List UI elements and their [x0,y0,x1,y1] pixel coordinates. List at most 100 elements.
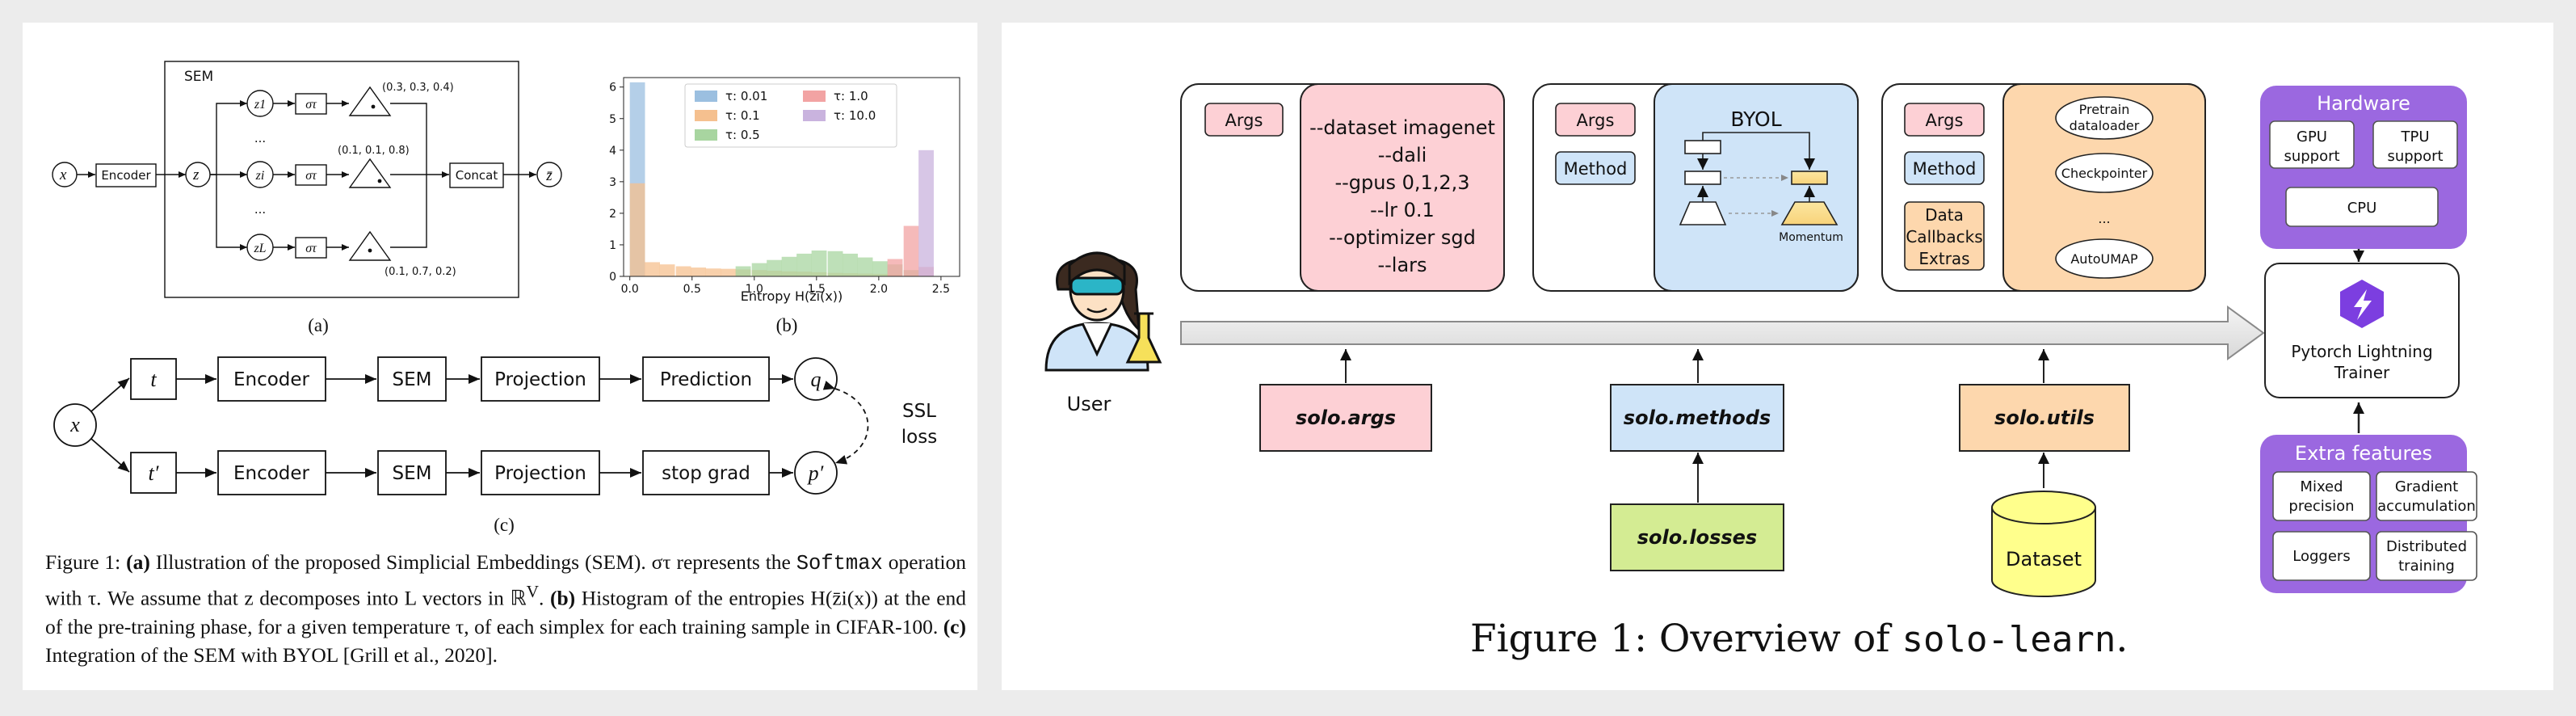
legend-swatch [695,129,717,141]
caption-softmax: Softmax [796,552,883,575]
t-prime-label: t′ [149,461,159,485]
y-tick-label: 6 [609,82,616,95]
simplex-1 [348,86,392,116]
histogram-bar [903,225,919,276]
right-caption-suffix: . [2116,617,2128,661]
cli-option-5: --optimizer sgd [1329,226,1476,249]
histogram-bar [918,150,934,276]
legend-swatch [803,91,826,102]
legend-label: τ: 0.01 [725,89,767,103]
histogram-bar [751,263,767,276]
extra-features-title: Extra features [2295,442,2432,465]
right-figure-caption: Figure 1: Overview of solo-learn. [1470,617,2128,661]
cli-options-box [1300,83,1505,292]
trainer-label-2: Trainer [2334,363,2390,382]
sigma-label-1: στ [305,98,317,112]
modules [1259,349,2130,597]
y-tick-label: 0 [609,271,616,284]
right-caption-prefix: Figure 1: Overview of [1470,617,1890,661]
histogram-bars [629,82,934,276]
legend-swatch [803,110,826,121]
autoumap-label: AutoUMAP [2070,251,2138,267]
simplex-value-1: (0.3, 0.3, 0.4) [382,82,454,94]
zbar-node [536,162,562,187]
caption-a-text: Illustration of the proposed Simplicial … [155,550,791,574]
legend-label: τ: 0.5 [725,128,760,142]
histogram-bar [887,259,903,276]
simplex-value-2: (0.1, 0.1, 0.8) [338,145,410,157]
trainer-label-1: Pytorch Lightning [2291,342,2432,361]
x-tick-label: 2.5 [932,283,950,296]
gpu-box [2269,120,2355,169]
caption-b-tag: (b) [549,586,576,610]
legend-swatch [695,91,717,102]
simplex-3 [348,230,392,261]
histogram-bar [767,259,782,276]
histogram-bar [691,267,706,276]
caption-a-tag: (a) [126,550,150,574]
args-box-2 [1555,103,1636,137]
cli-option-3: --gpus 0,1,2,3 [1334,171,1469,194]
concat-box [449,162,504,188]
mixed-precision-label-2: precision [2288,498,2354,515]
left-figure-svg: SEM x Encoder z z1 zi zL ... ... στ στ σ… [52,61,960,535]
q-label: q [811,368,822,391]
args-box-3 [1904,103,1985,137]
y-tick-label: 4 [609,145,616,158]
cpu-label: CPU [2347,200,2377,217]
mixed-precision-label-1: Mixed [2300,478,2343,495]
momentum-label: Momentum [1779,231,1843,244]
loggers-label: Loggers [2292,548,2350,565]
p-prime-node [794,451,838,495]
x-tick-label: 0.5 [683,283,701,296]
sublabel-b: (b) [776,315,798,335]
hardware-panel: Hardware GPU support TPU support CPU [2260,86,2467,249]
gradient-accumulation-label-2: accumulation [2377,498,2476,515]
sigma-label-2: στ [305,169,317,183]
pretrain-label: Pretrain [2079,102,2130,117]
dataset-label: Dataset [2006,548,2082,571]
tpu-box [2372,120,2458,169]
solo-utils-box [1959,384,2130,452]
z-label: z [192,166,200,183]
input-x-label: x [59,166,67,183]
caption-c-text: Integration of the SEM with BYOL [Grill … [45,642,498,667]
sem-encoder-box [95,163,157,187]
sublabel-a: (a) [308,315,329,335]
histogram-bar [872,261,888,276]
histogram-bar [705,268,721,276]
histogram-bar [796,253,812,276]
histogram-bar [645,262,660,276]
legend-label: τ: 0.1 [725,108,760,123]
y-tick-label: 3 [609,176,616,189]
byol-mini-diagram [1679,132,1838,225]
cli-option-6: --lars [1377,254,1427,276]
histogram-bar [735,266,751,276]
dots-2: ... [254,202,266,217]
utilities-dots: ... [2098,211,2110,226]
x-tick-label: 1.0 [746,283,763,296]
simplex-value-3: (0.1, 0.7, 0.2) [385,266,456,278]
solo-losses-label: solo.losses [1637,526,1757,549]
histogram-axes [623,77,960,277]
method-label-3: Method [1913,159,1977,179]
gpu-label-1: GPU [2297,128,2327,145]
method-box-3 [1904,151,1985,185]
histogram-bar [721,268,736,276]
legend-label: τ: 1.0 [834,89,868,103]
bottom-sem-label: SEM [393,463,432,484]
x-tick-label: 2.0 [870,283,888,296]
x-tick-label: 1.5 [808,283,826,296]
y-tick-label: 5 [609,113,616,126]
histogram-legend: τ: 0.01τ: 0.1τ: 0.5τ: 1.0τ: 10.0 [684,83,897,148]
caption-superscript: V [526,582,540,601]
trainer-box: Pytorch Lightning Trainer [2264,263,2460,398]
caption-c-tag: (c) [943,614,966,638]
ssl-label: SSL [902,401,936,422]
loss-label: loss [901,427,937,448]
dots-1: ... [254,131,266,145]
hardware-title: Hardware [2317,92,2410,115]
histogram-bar [659,264,675,276]
x-tick-label: 0.0 [621,283,639,296]
